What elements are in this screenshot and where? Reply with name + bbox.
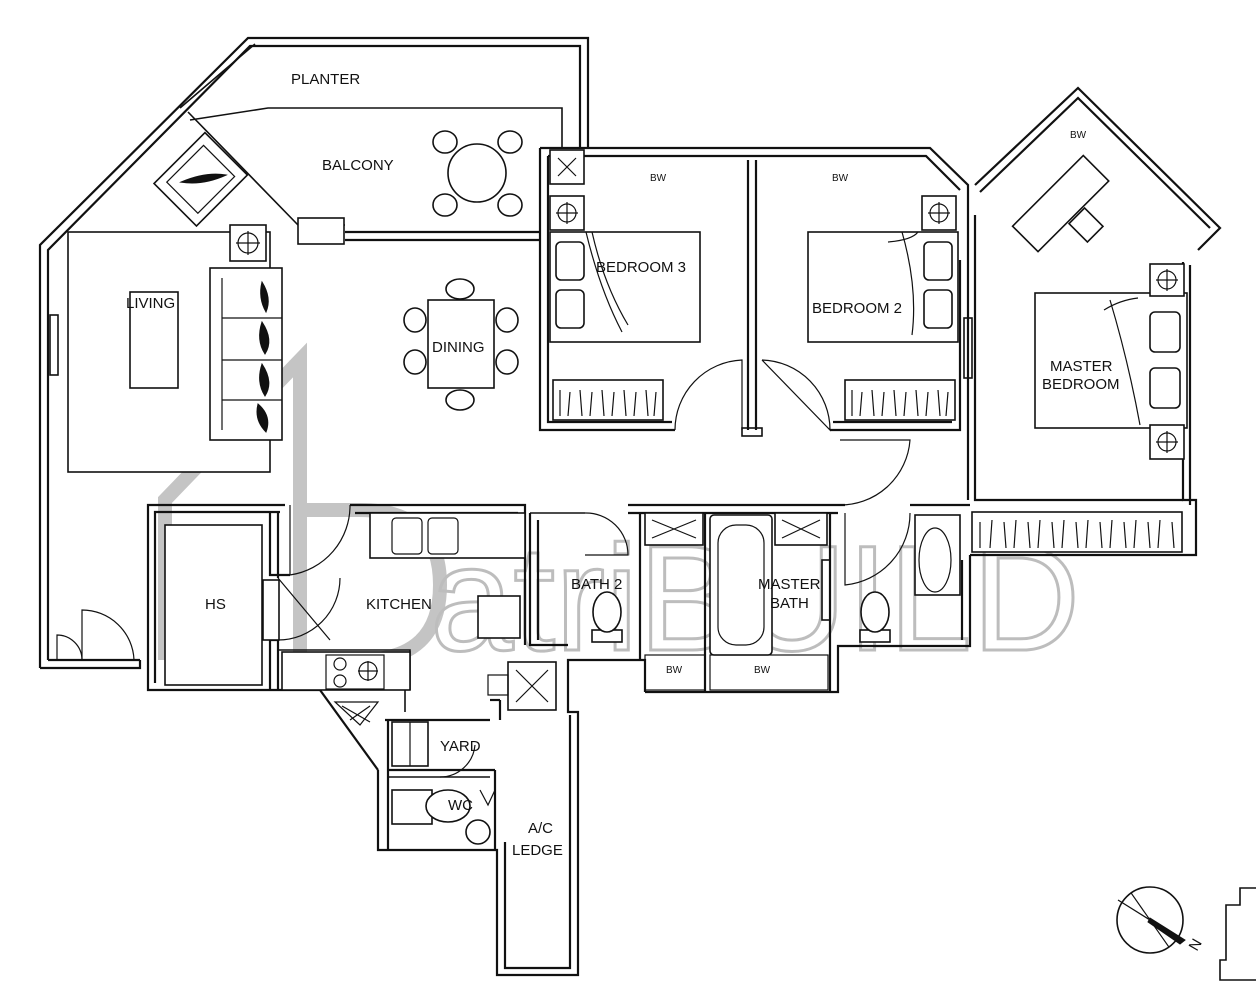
label-master-bath-1: MASTER: [758, 576, 821, 593]
label-dining: DINING: [432, 339, 485, 356]
label-balcony: BALCONY: [322, 157, 394, 174]
label-bedroom3: BEDROOM 3: [596, 259, 686, 276]
label-bw-bath-left: BW: [666, 665, 683, 676]
bedroom3-furniture: [549, 149, 701, 421]
label-ac-ledge-1: A/C: [528, 820, 553, 837]
balcony-furniture: [297, 130, 523, 245]
label-bw-bedroom2: BW: [832, 173, 849, 184]
label-hs: HS: [205, 596, 226, 613]
label-bedroom2: BEDROOM 2: [812, 300, 902, 317]
master-bedroom-furniture: [971, 154, 1188, 553]
label-master-bedroom-1: MASTER: [1050, 358, 1113, 375]
label-bw-master: BW: [1070, 130, 1087, 141]
label-master-bath-2: BATH: [770, 595, 809, 612]
dining-furniture: [403, 278, 519, 411]
living-furniture: [67, 131, 283, 473]
yard-wc-fixtures: [391, 721, 491, 845]
label-ac-ledge-2: LEDGE: [512, 842, 563, 859]
kitchen-fixtures: [164, 512, 526, 726]
label-bw-bedroom3: BW: [650, 173, 667, 184]
compass-north-label: N: [1186, 936, 1206, 954]
interior-walls: [268, 148, 1183, 850]
compass: N: [1116, 886, 1206, 954]
label-bath2: BATH 2: [571, 576, 622, 593]
label-planter: PLANTER: [291, 71, 360, 88]
key-plan-fragment: [1219, 887, 1256, 981]
doors: [56, 359, 911, 807]
outer-walls: [38, 36, 1222, 977]
label-master-bedroom-2: BEDROOM: [1042, 376, 1120, 393]
label-wc: WC: [448, 797, 473, 814]
bedroom2-furniture: [807, 195, 959, 421]
bathroom-fixtures: [487, 512, 961, 711]
label-kitchen: KITCHEN: [366, 596, 432, 613]
label-yard: YARD: [440, 738, 481, 755]
windows: [49, 314, 973, 621]
label-bw-bath-right: BW: [754, 665, 771, 676]
label-living: LIVING: [126, 295, 175, 312]
room-labels: PLANTER BALCONY LIVING DINING BEDROOM 3 …: [126, 71, 1120, 859]
